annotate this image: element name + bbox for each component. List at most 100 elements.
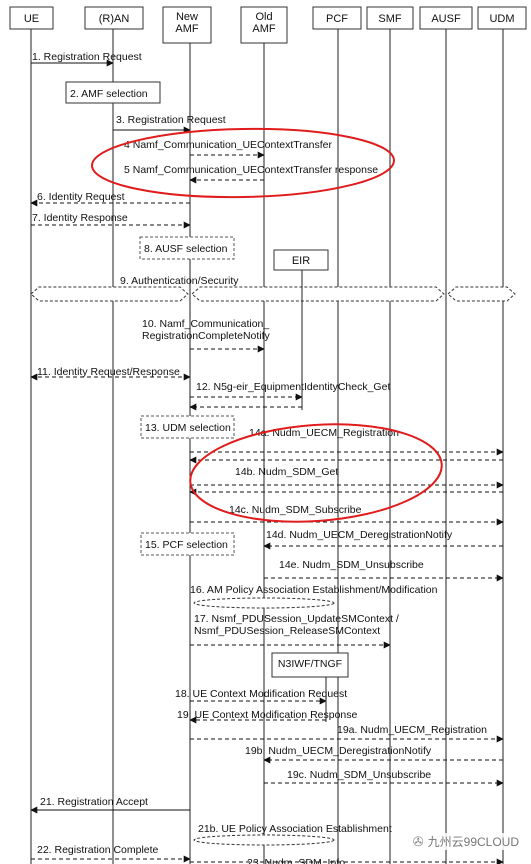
message-label: 10. Namf_Communication_RegistrationCompl… [142, 318, 271, 342]
participant-box [366, 6, 414, 30]
message-arrow: 11. Identity Request/Response [30, 366, 191, 381]
procedure-label: 21b. UE Policy Association Establishment [198, 823, 392, 835]
node-label: N3IWF/TNGF [278, 658, 342, 670]
step-label: 15. PCF selection [145, 539, 228, 551]
message-label: 3. Registration Request [116, 114, 226, 126]
participant-label: AUSF [431, 13, 461, 25]
message-arrow: 21. Registration Accept [30, 796, 190, 814]
participant-label: (R)AN [99, 13, 130, 25]
step-label: 2. AMF selection [70, 88, 148, 100]
participant-box [162, 6, 212, 44]
message-arrow: 23. Nudm_SDM_Info [190, 857, 504, 864]
node-box [271, 652, 349, 678]
message-label: 17. Nsmf_PDUSession_UpdateSMContext /Nsm… [194, 613, 399, 637]
step-rect [139, 236, 235, 260]
message-label: 19b. Nudm_UECM_DeregistrationNotify [245, 745, 432, 757]
message-arrow: 7. Identity Response [31, 212, 191, 229]
participant-box [477, 6, 527, 30]
procedure-shape [193, 834, 335, 846]
message-arrow: 14d. Nudm_UECM_DeregistrationNotify [263, 529, 503, 550]
message-label: 18. UE Context Modification Request [175, 688, 347, 700]
message-label: 21. Registration Accept [40, 796, 148, 808]
message-arrow: 10. Namf_Communication_RegistrationCompl… [142, 318, 271, 353]
message-label: 19c. Nudm_SDM_Unsubscribe [287, 769, 431, 781]
step-box: 8. AUSF selection [139, 236, 235, 260]
step-box: 13. UDM selection [140, 415, 235, 439]
message-arrow: 14b. Nudm_SDM_Get [190, 466, 504, 489]
message-label: 6. Identity Request [37, 191, 125, 203]
participant-label: SMF [378, 13, 402, 25]
message-label: 12. N5g-eir_EquipmentIdentityCheck_Get [196, 381, 390, 393]
message-label: 4 Namf_Communication_UEContextTransfer [124, 139, 332, 151]
participant-box [240, 6, 288, 44]
message-arrow: 19. UE Context Modification Response [177, 709, 358, 724]
message-label: 19. UE Context Modification Response [177, 709, 358, 721]
participant-label: UDM [489, 13, 514, 25]
procedure-shape [447, 286, 516, 302]
participant-ran: (R)AN [84, 6, 144, 30]
message-arrow: 6. Identity Request [30, 191, 190, 207]
message-arrow: 1. Registration Request [31, 51, 142, 67]
step-rect [140, 415, 235, 439]
participant-smf: SMF [366, 6, 414, 30]
message-arrow: 4 Namf_Communication_UEContextTransfer [124, 139, 332, 159]
message-arrow: 14e. Nudm_SDM_Unsubscribe [264, 559, 504, 582]
participant-label: PCF [326, 13, 348, 25]
message-label: 23. Nudm_SDM_Info [247, 857, 345, 864]
participant-udm: UDM [477, 6, 527, 30]
participant-box [9, 6, 54, 30]
step-label: 8. AUSF selection [144, 243, 228, 255]
message-label: 14e. Nudm_SDM_Unsubscribe [279, 559, 424, 571]
node-box [273, 249, 329, 271]
procedure-label: 16. AM Policy Association Establishment/… [190, 584, 438, 596]
participant-label: UE [24, 13, 39, 25]
participant-box [84, 6, 144, 30]
procedure-label: 9. Authentication/Security [120, 275, 239, 287]
message-arrow: 14a. Nudm_UECM_Registration [190, 427, 504, 456]
participant-box [312, 6, 362, 30]
step-box: 2. AMF selection [65, 81, 161, 104]
procedure-shape [191, 286, 445, 302]
message-arrow: 19a. Nudm_UECM_Registration [190, 724, 504, 743]
message-arrow: 3. Registration Request [113, 114, 226, 134]
message-label: 11. Identity Request/Response [37, 366, 180, 378]
message-arrow: 5 Namf_Communication_UEContextTransfer r… [124, 164, 378, 184]
message-arrow: 19b. Nudm_UECM_DeregistrationNotify [245, 745, 503, 764]
watermark-text: 九州云99CLOUD [427, 835, 519, 849]
message-arrow: 17. Nsmf_PDUSession_UpdateSMContext /Nsm… [190, 613, 399, 649]
message-arrow: 14c. Nudm_SDM_Subscribe [190, 504, 504, 526]
message-label: 14d. Nudm_UECM_DeregistrationNotify [266, 529, 453, 541]
wechat-icon: ✇ [412, 833, 424, 849]
participant-ue: UE [9, 6, 54, 30]
participant-box [419, 6, 473, 30]
message-label: 5 Namf_Communication_UEContextTransfer r… [124, 164, 378, 176]
message-label: 22. Registration Complete [37, 844, 159, 856]
message-arrow: 12. N5g-eir_EquipmentIdentityCheck_Get [190, 381, 390, 401]
message-label: 1. Registration Request [32, 51, 142, 63]
procedure-authentication: 9. Authentication/Security [30, 275, 516, 302]
step-rect [140, 532, 235, 556]
highlight-ellipse-udm [189, 423, 443, 523]
procedure-shape [193, 597, 335, 609]
procedure-ue-policy: 21b. UE Policy Association Establishment [193, 823, 392, 846]
message-arrow: 18. UE Context Modification Request [175, 688, 347, 705]
message-arrow: 22. Registration Complete [31, 844, 191, 863]
message-label: 14b. Nudm_SDM_Get [235, 466, 338, 478]
participant-pcf: PCF [312, 6, 362, 30]
step-rect [65, 81, 161, 104]
node-n3iwf: N3IWF/TNGF [271, 652, 349, 722]
watermark: ✇ 九州云99CLOUD [410, 833, 521, 850]
node-label: EIR [292, 255, 310, 267]
step-box: 15. PCF selection [140, 532, 235, 556]
step-label: 13. UDM selection [145, 422, 231, 434]
node-eir: EIR [273, 249, 329, 410]
message-label: 7. Identity Response [32, 212, 128, 224]
message-label: 19a. Nudm_UECM_Registration [337, 724, 487, 736]
message-label: 14a. Nudm_UECM_Registration [249, 427, 399, 439]
